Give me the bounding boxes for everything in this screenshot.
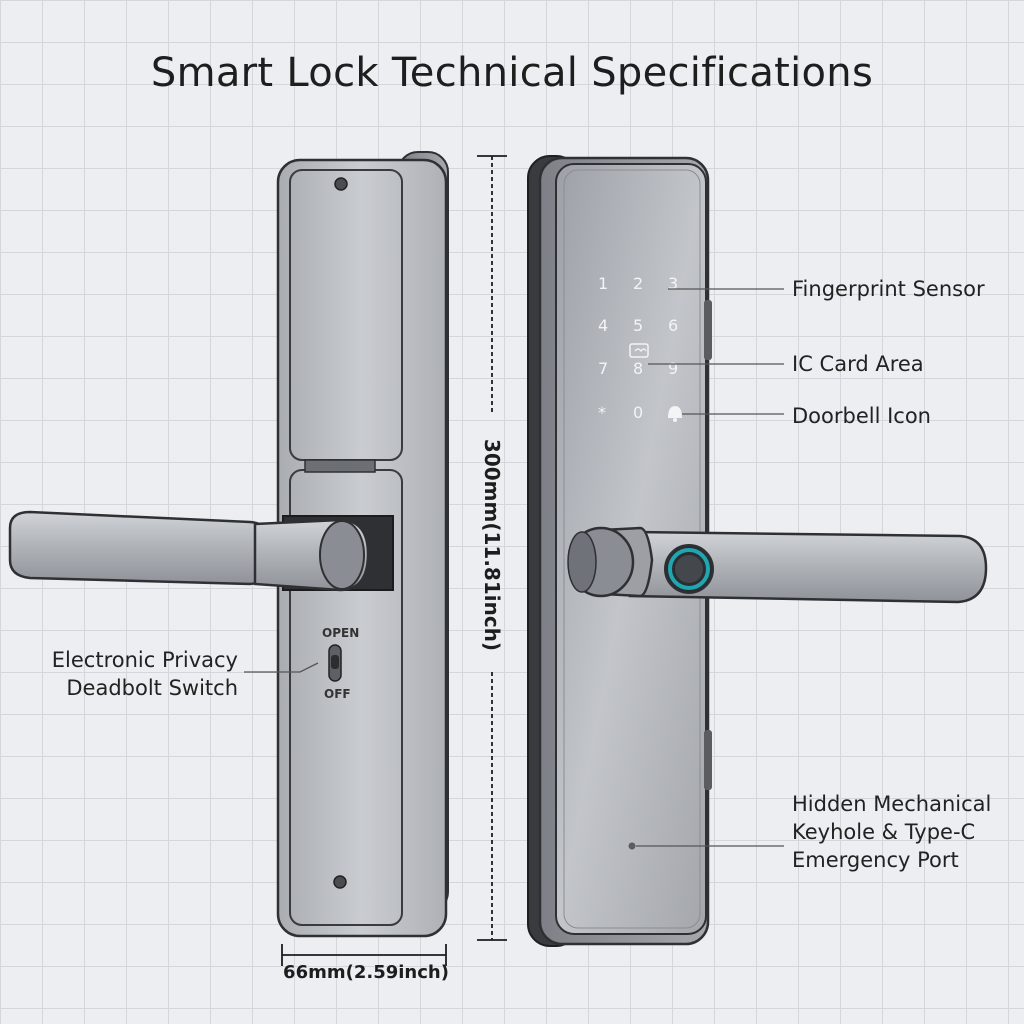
callout-keyhole-port: Hidden Mechanical Keyhole & Type-C Emerg… xyxy=(792,790,991,874)
callout-fingerprint-sensor: Fingerprint Sensor xyxy=(792,277,985,301)
height-dimension-label: 300mm(11.81inch) xyxy=(480,438,504,652)
callout-keyhole-line2: Keyhole & Type-C xyxy=(792,820,976,844)
callout-ic-card-area: IC Card Area xyxy=(792,352,924,376)
keypad: 1 2 3 4 5 6 7 8 9 * 0 xyxy=(598,274,678,422)
ic-card-icon xyxy=(629,343,649,358)
key-5[interactable]: 5 xyxy=(633,316,643,335)
callout-privacy-line2: Deadbolt Switch xyxy=(66,676,238,700)
page-title: Smart Lock Technical Specifications xyxy=(150,50,874,96)
callout-privacy-switch: Electronic Privacy Deadbolt Switch xyxy=(40,646,238,702)
key-8[interactable]: 8 xyxy=(633,359,643,378)
callout-keyhole-line3: Emergency Port xyxy=(792,848,959,872)
key-star[interactable]: * xyxy=(598,403,606,422)
callout-privacy-line1: Electronic Privacy xyxy=(51,648,238,672)
doorbell-icon xyxy=(668,406,682,422)
key-2[interactable]: 2 xyxy=(633,274,643,293)
key-7[interactable]: 7 xyxy=(598,359,608,378)
front-handle xyxy=(567,526,988,604)
back-handle xyxy=(8,510,370,592)
key-1[interactable]: 1 xyxy=(598,274,608,293)
callout-lines xyxy=(244,288,784,847)
switch-off-label: OFF xyxy=(324,687,351,701)
key-6[interactable]: 6 xyxy=(668,316,678,335)
key-3[interactable]: 3 xyxy=(668,274,678,293)
key-4[interactable]: 4 xyxy=(598,316,608,335)
height-dimension xyxy=(477,155,507,941)
fingerprint-sensor-icon xyxy=(664,544,714,594)
key-9[interactable]: 9 xyxy=(668,359,678,378)
key-0[interactable]: 0 xyxy=(633,403,643,422)
width-dimension-label: 66mm(2.59inch) xyxy=(283,962,449,983)
switch-open-label: OPEN xyxy=(322,626,360,640)
callout-keyhole-line1: Hidden Mechanical xyxy=(792,792,992,816)
callout-doorbell-icon: Doorbell Icon xyxy=(792,404,931,428)
width-dimension xyxy=(281,944,447,966)
